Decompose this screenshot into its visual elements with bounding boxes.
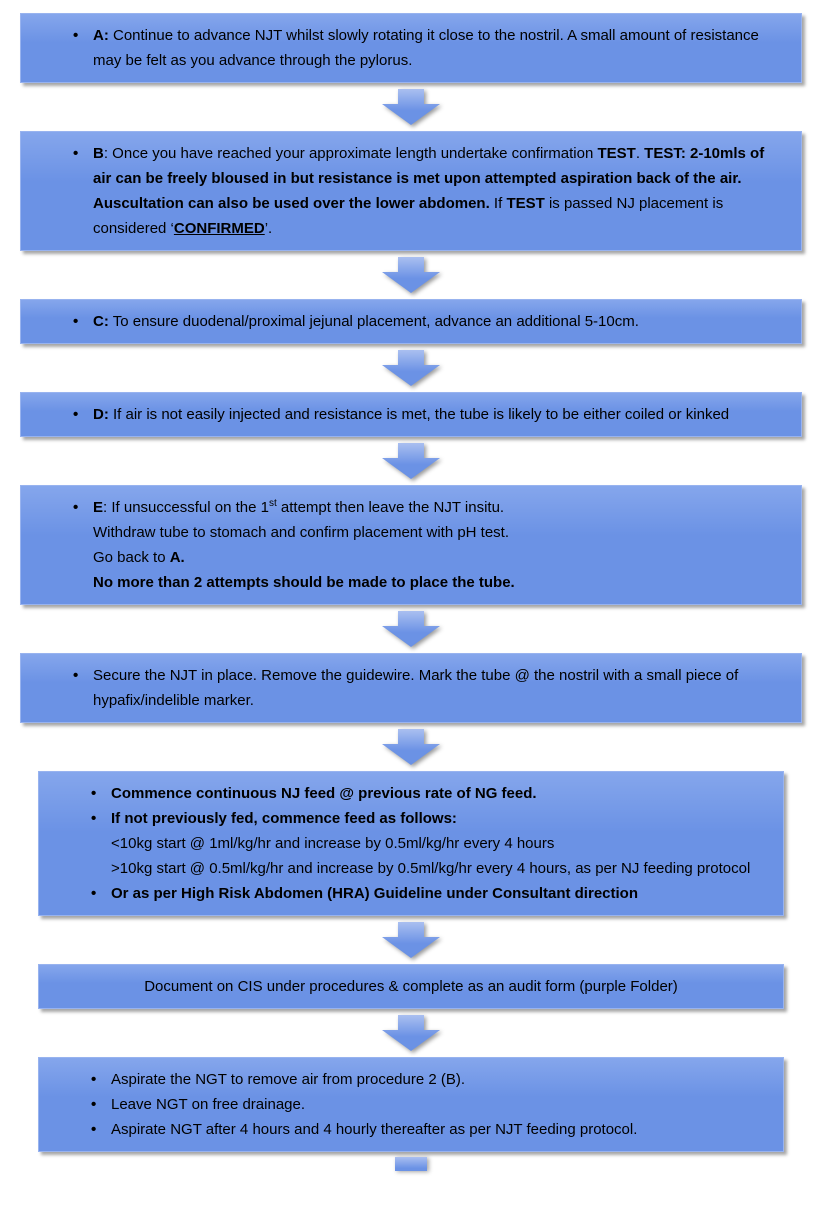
text-segment: : If unsuccessful on the 1 xyxy=(103,499,269,516)
flow-box-secure-njt: Secure the NJT in place. Remove the guid… xyxy=(20,653,802,723)
down-arrow-icon xyxy=(382,443,440,479)
text-segment: A: xyxy=(93,27,109,44)
down-arrow-shape xyxy=(382,729,440,765)
text-line: No more than 2 attempts should be made t… xyxy=(65,570,785,595)
down-arrow-partial-icon xyxy=(395,1157,427,1171)
down-arrow-icon xyxy=(382,611,440,647)
down-arrow-shape xyxy=(382,443,440,479)
text-segment: Commence continuous NJ feed @ previous r… xyxy=(111,785,537,802)
text-segment: TEST: 2-10mls of air can be freely blous… xyxy=(93,145,765,212)
bullet-item: D: If air is not easily injected and res… xyxy=(65,402,785,427)
flow-box-step-c: C: To ensure duodenal/proximal jejunal p… xyxy=(20,299,802,344)
bullet-item: If not previously fed, commence feed as … xyxy=(83,806,767,831)
text-segment: B xyxy=(93,145,104,162)
flow-box-feeding: Commence continuous NJ feed @ previous r… xyxy=(38,771,784,916)
text-segment: If xyxy=(489,195,507,212)
text-line: Go back to A. xyxy=(65,545,785,570)
down-arrow-icon xyxy=(382,257,440,293)
bullet-item: B: Once you have reached your approximat… xyxy=(65,141,785,241)
down-arrow-icon xyxy=(382,922,440,958)
down-arrow-icon xyxy=(382,350,440,386)
down-arrow-shape xyxy=(382,1015,440,1051)
flow-box-ngt-aftercare: Aspirate the NGT to remove air from proc… xyxy=(38,1057,784,1152)
text-segment: >10kg start @ 0.5ml/kg/hr and increase b… xyxy=(111,860,751,877)
down-arrow-shape xyxy=(382,89,440,125)
text-segment: : Once you have reached your approximate… xyxy=(103,145,598,162)
text-segment: <10kg start @ 1ml/kg/hr and increase by … xyxy=(111,835,555,852)
bullet-item: Secure the NJT in place. Remove the guid… xyxy=(65,663,785,713)
text-segment: Document on CIS under procedures & compl… xyxy=(144,978,678,995)
bullet-item: E: If unsuccessful on the 1st attempt th… xyxy=(65,495,785,520)
bullet-item: Commence continuous NJ feed @ previous r… xyxy=(83,781,767,806)
text-segment: Or as per High Risk Abdomen (HRA) Guidel… xyxy=(111,885,638,902)
text-segment: TEST xyxy=(506,195,545,212)
down-arrow-shape xyxy=(382,922,440,958)
text-segment: To ensure duodenal/proximal jejunal plac… xyxy=(108,313,639,330)
text-segment: Withdraw tube to stomach and confirm pla… xyxy=(93,524,510,541)
text-segment: TEST xyxy=(597,145,636,162)
text-segment: C: xyxy=(93,313,109,330)
text-line: >10kg start @ 0.5ml/kg/hr and increase b… xyxy=(83,856,767,881)
down-arrow-icon xyxy=(382,729,440,765)
bullet-item: A: Continue to advance NJT whilst slowly… xyxy=(65,23,785,73)
down-arrow-shape xyxy=(382,350,440,386)
text-segment: ’. xyxy=(264,220,273,237)
bullet-item: Or as per High Risk Abdomen (HRA) Guidel… xyxy=(83,881,767,906)
down-arrow-icon xyxy=(382,89,440,125)
text-line: Withdraw tube to stomach and confirm pla… xyxy=(65,520,785,545)
bullet-item: C: To ensure duodenal/proximal jejunal p… xyxy=(65,309,785,334)
text-segment: If air is not easily injected and resist… xyxy=(108,406,730,423)
text-segment: CONFIRMED xyxy=(173,220,265,237)
flow-box-step-d: D: If air is not easily injected and res… xyxy=(20,392,802,437)
flow-box-step-a: A: Continue to advance NJT whilst slowly… xyxy=(20,13,802,83)
text-segment: A. xyxy=(169,549,185,566)
text-segment: Continue to advance NJT whilst slowly ro… xyxy=(93,27,759,69)
text-segment: E xyxy=(93,499,104,516)
down-arrow-shape xyxy=(382,611,440,647)
text-segment: Aspirate the NGT to remove air from proc… xyxy=(111,1071,466,1088)
flow-box-step-e: E: If unsuccessful on the 1st attempt th… xyxy=(20,485,802,605)
text-segment: D: xyxy=(93,406,109,423)
bullet-item: Leave NGT on free drainage. xyxy=(83,1092,767,1117)
text-line: <10kg start @ 1ml/kg/hr and increase by … xyxy=(83,831,767,856)
bullet-item: Aspirate the NGT to remove air from proc… xyxy=(83,1067,767,1092)
text-segment: attempt then leave the NJT insitu. xyxy=(276,499,505,516)
text-segment: Secure the NJT in place. Remove the guid… xyxy=(93,667,739,709)
down-arrow-icon xyxy=(382,1015,440,1051)
text-segment: . xyxy=(635,145,645,162)
text-segment: If not previously fed, commence feed as … xyxy=(111,810,457,827)
flow-box-document-cis: Document on CIS under procedures & compl… xyxy=(38,964,784,1009)
text-segment: Go back to xyxy=(93,549,170,566)
text-segment: Aspirate NGT after 4 hours and 4 hourly … xyxy=(111,1121,638,1138)
text-segment: No more than 2 attempts should be made t… xyxy=(93,574,515,591)
text-segment: Leave NGT on free drainage. xyxy=(111,1096,306,1113)
down-arrow-shape xyxy=(382,257,440,293)
flow-box-step-b: B: Once you have reached your approximat… xyxy=(20,131,802,251)
bullet-item: Aspirate NGT after 4 hours and 4 hourly … xyxy=(83,1117,767,1142)
text-line: Document on CIS under procedures & compl… xyxy=(55,974,767,999)
text-segment: st xyxy=(268,498,277,509)
text-segment: is passed NJ placement is considered ‘ xyxy=(93,195,724,237)
